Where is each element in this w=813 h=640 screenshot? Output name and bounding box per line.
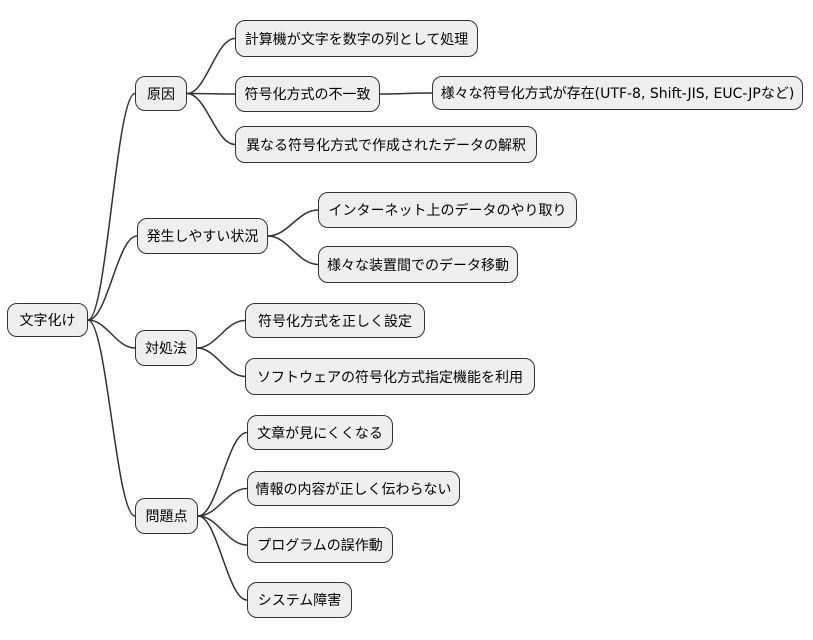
- mindmap-node-program: プログラムの誤作動: [247, 527, 393, 563]
- edge-genin-fugoka: [186, 92, 236, 95]
- edge-mondai-bunsho: [197, 431, 248, 517]
- mindmap-node-internet: インターネット上のデータのやり取り: [318, 192, 577, 228]
- mindmap-node-settei: 符号化方式を正しく設定: [245, 303, 425, 338]
- edge-root-hassei: [87, 235, 138, 321]
- node-label-bunsho: 文章が見にくくなる: [257, 425, 383, 442]
- edge-hassei-internet: [267, 209, 319, 237]
- mindmap-node-keisanki: 計算機が文字を数字の列として処理: [235, 20, 478, 57]
- edge-fugoka-sonzai: [379, 92, 433, 95]
- node-label-kotonaru: 異なる符号化方式で作成されたデータの解釈: [246, 137, 526, 154]
- edge-mondai-system: [197, 515, 248, 601]
- edge-genin-kotonaru: [186, 92, 236, 146]
- mindmap-node-genin: 原因: [135, 76, 187, 111]
- mindmap-node-system: システム障害: [247, 582, 352, 618]
- node-label-settei: 符号化方式を正しく設定: [258, 313, 412, 330]
- node-label-fugoka: 符号化方式の不一致: [244, 87, 371, 103]
- edge-genin-keisanki: [186, 37, 236, 95]
- node-label-genin: 原因: [147, 86, 175, 103]
- node-label-system: システム障害: [257, 593, 342, 609]
- node-label-mondai: 問題点: [145, 509, 188, 525]
- edge-taisho-settei: [196, 319, 246, 349]
- mindmap-node-taisho: 対処法: [135, 330, 197, 366]
- node-label-keisanki: 計算機が文字を数字の列として処理: [244, 31, 469, 48]
- edge-root-taisho: [87, 319, 136, 349]
- mindmap-node-souchi: 様々な装置間でのデータ移動: [318, 246, 518, 283]
- node-label-souchi: 様々な装置間でのデータ移動: [327, 257, 509, 274]
- edge-root-genin: [87, 92, 136, 321]
- node-label-sonzai: 様々な符号化方式が存在(UTF-8, Shift-JIS, EUC-JPなど): [440, 86, 795, 102]
- mindmap-node-bunsho: 文章が見にくくなる: [247, 415, 393, 450]
- mindmap-node-sonzai: 様々な符号化方式が存在(UTF-8, Shift-JIS, EUC-JPなど): [432, 76, 803, 110]
- node-label-root: 文字化け: [19, 313, 76, 329]
- mindmap-node-hassei: 発生しやすい状況: [137, 218, 268, 254]
- node-label-software: ソフトウェアの符号化方式指定機能を利用: [257, 369, 523, 386]
- mindmap-node-joho: 情報の内容が正しく伝わらない: [247, 471, 460, 506]
- mindmap-root-node-root: 文字化け: [7, 303, 88, 337]
- mindmap-node-mondai: 問題点: [135, 498, 198, 534]
- node-label-program: プログラムの誤作動: [257, 538, 383, 554]
- node-label-hassei: 発生しやすい状況: [146, 229, 259, 245]
- edge-mondai-program: [197, 515, 248, 546]
- mindmap-node-kotonaru: 異なる符号化方式で作成されたデータの解釈: [235, 126, 537, 163]
- node-label-taisho: 対処法: [145, 341, 187, 357]
- mindmap-node-fugoka: 符号化方式の不一致: [235, 76, 380, 112]
- edge-mondai-joho: [197, 487, 248, 517]
- edge-taisho-software: [196, 347, 246, 378]
- edge-hassei-souchi: [267, 235, 319, 266]
- node-label-joho: 情報の内容が正しく伝わらない: [255, 481, 452, 498]
- edge-root-mondai: [87, 319, 136, 517]
- node-label-internet: インターネット上のデータのやり取り: [328, 203, 567, 219]
- mindmap-node-software: ソフトウェアの符号化方式指定機能を利用: [245, 358, 535, 395]
